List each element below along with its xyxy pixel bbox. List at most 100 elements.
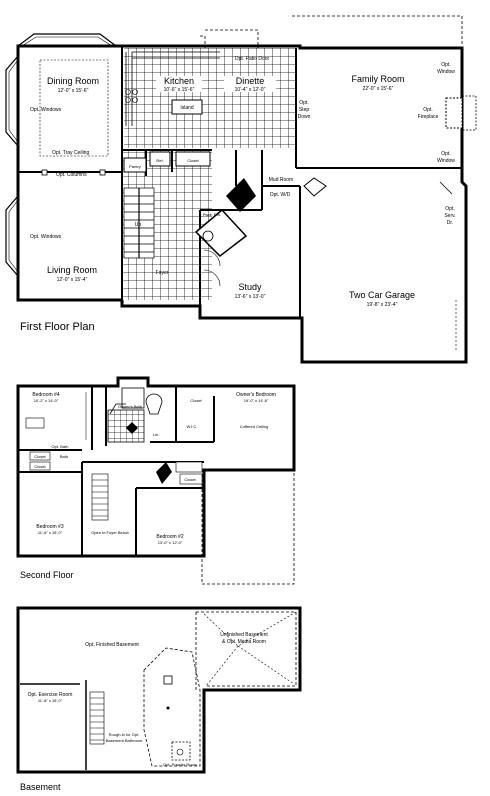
owners-bedroom-name: Owner's Bedroom <box>236 392 276 398</box>
dining-side-bay <box>5 55 19 147</box>
second-closet-b <box>29 461 51 471</box>
second-floor-title: Second Floor <box>20 570 74 580</box>
bath-label: Bath <box>60 454 68 459</box>
finished-basement-label: Opt. Finished Basement <box>85 642 139 648</box>
ref-label: Ref. <box>156 158 163 163</box>
opt-window-top-2: Window <box>437 69 455 75</box>
owners-bath-label: Owner's Bath <box>118 404 142 409</box>
kitchen-counter <box>125 51 220 126</box>
kitchen-name: Kitchen <box>164 76 194 86</box>
closet-label-d: Closet <box>184 477 196 482</box>
basement-title: Basement <box>20 782 61 792</box>
opt-serv-door-1: Opt. <box>445 206 454 212</box>
kitchen-dim: 10'-6" x 15'-6" <box>164 87 195 93</box>
stair-landing <box>226 178 256 212</box>
opt-window-bottom-2: Window <box>437 158 455 164</box>
second-floor-exterior-wall <box>16 376 296 558</box>
closet-label-b: Closet <box>34 454 46 459</box>
closet-label-c: Closet <box>34 464 46 469</box>
bedroom3-name: Bedroom #3 <box>36 524 63 530</box>
powder-room-wall <box>194 208 248 257</box>
first-floor-title: First Floor Plan <box>20 321 95 333</box>
study-name: Study <box>238 282 262 292</box>
basement-exterior-wall <box>16 606 302 774</box>
opt-step-down-3: Down <box>298 114 311 120</box>
opt-fireplace-2: Fireplace <box>418 114 439 120</box>
powder-label: Pwdr. Rm. <box>203 212 221 217</box>
opt-serv-door-2: Serv. <box>444 213 455 219</box>
bedroom2-name: Bedroom #2 <box>156 534 183 540</box>
opt-step-down-1: Opt. <box>299 100 308 106</box>
bedroom4-name: Bedroom #4 <box>32 392 59 398</box>
living-room-dim: 12'-0" x 15'-4" <box>57 277 88 283</box>
pantry-label: Pantry <box>129 164 141 169</box>
owners-bedroom-dim: 19'-0" x 14'-8" <box>244 398 269 403</box>
opt-serv-door-3: Dr. <box>447 220 453 226</box>
linen-label: Lin. <box>153 432 159 437</box>
basement-stairs <box>89 691 105 745</box>
living-room-name: Living Room <box>47 265 97 275</box>
opt-windows-living-note: Opt. Windows <box>30 234 62 240</box>
basement-plan <box>16 606 302 774</box>
garage-dim: 19'-8" x 23'-4" <box>367 302 398 308</box>
unfinished-basement-label-2: & Opt. Media Room <box>222 639 266 645</box>
exercise-room-dim: 11'-8" x 15'-0" <box>38 698 63 703</box>
bedroom4-dim: 10'-2" x 14'-0" <box>34 398 59 403</box>
opt-fireplace <box>445 97 463 129</box>
second-closet-c <box>175 461 203 473</box>
coffered-ceiling-note: Coffered Ceiling <box>240 424 269 429</box>
open-to-foyer-note: Open to Foyer Below <box>91 530 129 535</box>
wic-label: W.I.C. <box>187 424 198 429</box>
pantry <box>123 157 147 173</box>
opt-window-top-1: Opt. <box>441 62 450 68</box>
family-room-dim: 22'-0" x 15'-6" <box>363 86 394 92</box>
unfinished-area-outline <box>195 611 297 690</box>
closet-first <box>175 151 211 167</box>
up-label: Up <box>135 222 142 228</box>
foyer-label: Foyer <box>156 270 169 276</box>
second-closet-d <box>179 473 203 485</box>
second-floor-stairs <box>91 473 109 521</box>
living-side-bay <box>5 195 19 277</box>
second-floor-plan <box>16 376 296 585</box>
opt-family-extension <box>292 15 463 46</box>
opt-tray-ceiling <box>39 59 109 157</box>
island-label: Island <box>180 105 194 111</box>
dining-room-dim: 12'-0" x 15'-6" <box>58 88 89 94</box>
basement-powder-label: Opt. Powder Room <box>163 762 198 767</box>
opt-patio-door-note: Opt. Patio Door <box>235 56 270 62</box>
refrigerator <box>149 151 171 167</box>
first-floor-stairs <box>123 187 155 259</box>
rough-in-label-1: Rough-in for Opt. <box>109 732 140 737</box>
owners-bath-tile <box>107 409 145 443</box>
family-room-name: Family Room <box>351 74 404 84</box>
closet-label: Closet <box>187 158 199 163</box>
opt-window-bottom-1: Opt. <box>441 151 450 157</box>
dining-bay <box>17 33 117 47</box>
opt-columns-note: Opt. Columns <box>56 172 87 178</box>
bedroom3-dim: 11'-6" x 15'-0" <box>38 530 63 535</box>
exercise-room-label: Opt. Exercise Room <box>28 692 73 698</box>
kitchen-island <box>171 99 203 115</box>
opt-step-down-2: Step <box>299 107 310 113</box>
opt-patio-outline <box>205 29 259 48</box>
study-dim: 13'-6" x 13'-0" <box>235 294 266 300</box>
bedroom2-dim: 13'-0" x 12'-0" <box>158 540 183 545</box>
dinette-dim: 10'-4" x 12'-0" <box>235 87 266 93</box>
kitchen-floor-tile <box>124 48 296 148</box>
garage-name: Two Car Garage <box>349 290 415 300</box>
opt-wd-note: Opt. W/D <box>270 192 291 198</box>
rough-in-label-2: Basement Bathroom <box>106 738 143 743</box>
closet-label-a: Closet <box>190 398 202 403</box>
dinette-name: Dinette <box>236 76 265 86</box>
opt-fireplace-1: Opt. <box>423 107 432 113</box>
mud-room-name: Mud Room <box>269 177 293 183</box>
opt-windows-dining-note: Opt. Windows <box>30 107 62 113</box>
dining-room-name: Dining Room <box>47 76 99 86</box>
first-floor-exterior-wall <box>16 44 468 364</box>
first-floor-plan <box>5 15 477 364</box>
second-closet-a <box>29 451 51 461</box>
unfinished-basement-label-1: Unfinished Basement <box>220 632 268 638</box>
opt-bath-note: Opt. Bath <box>52 444 69 449</box>
